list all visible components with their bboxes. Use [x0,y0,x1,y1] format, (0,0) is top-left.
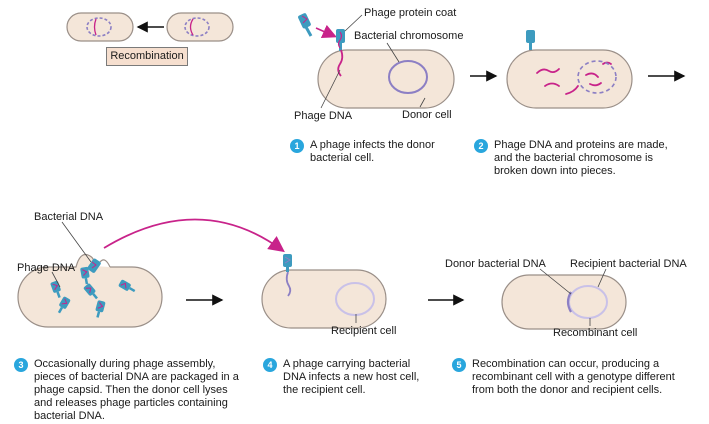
leader-phage-coat [344,14,363,32]
phage-dna-pieces [536,61,612,95]
step-1-text: A phage infects the donor bacterial cell… [310,139,435,164]
broken-chromosome [577,60,617,94]
donor-cell-step1 [317,49,455,109]
donor-cell-step2 [506,49,633,109]
leader-phage-dna-top [320,69,341,109]
step-1: 1 A phage infects the donor bacterial ce… [290,139,450,165]
step-5-text: Recombination can occur, producing a rec… [472,358,675,396]
infect-arrow [315,24,337,39]
recipient-cell [261,269,387,329]
step-5-badge: 5 [452,358,466,372]
label-recipient-bacterial-dna: Recipient bacterial DNA [570,258,687,270]
inset-cell-left [66,12,134,42]
attached-phage-icon [336,29,345,51]
transduction-curve-arrow [103,218,285,253]
leader-donor-cell [419,97,426,108]
label-recombinant-cell: Recombinant cell [553,327,638,339]
step-4-badge: 4 [263,358,277,372]
label-recipient-cell: Recipient cell [331,325,397,337]
step-3: 3 Occasionally during phage assembly, pi… [14,358,242,423]
inset-cell-right [166,12,234,42]
label-bacterial-dna: Bacterial DNA [34,211,104,223]
leader-recipient-bacterial-dna [597,268,607,288]
donor-dna-injected [285,271,292,297]
label-phage-dna-top: Phage DNA [294,110,353,122]
step-3-badge: 3 [14,358,28,372]
label-bacterial-chromosome: Bacterial chromosome [354,30,464,42]
recombinant-cell [501,274,627,330]
step-1-badge: 1 [290,139,304,153]
label-donor-cell: Donor cell [402,109,452,121]
free-phage-icon [298,13,313,37]
leader-donor-bacterial-dna [539,268,572,295]
step-2-text: Phage DNA and proteins are made, and the… [494,139,668,177]
step-4: 4 A phage carrying bacterial DNA infects… [263,358,423,397]
label-phage-protein-coat: Phage protein coat [364,7,457,19]
recombination-label: Recombination [106,47,188,66]
phage-on-cell-step2 [526,30,535,50]
escaping-phage-icon [87,258,101,273]
label-donor-bacterial-dna: Donor bacterial DNA [445,258,546,270]
step-2-badge: 2 [474,139,488,153]
label-phage-dna-bottom: Phage DNA [17,262,76,274]
step-4-text: A phage carrying bacterial DNA infects a… [283,358,420,396]
step-2: 2 Phage DNA and proteins are made, and t… [474,139,689,178]
leader-bacterial-chromosome [386,42,400,63]
leader-phage-dna-bottom [51,271,61,288]
step-3-text: Occasionally during phage assembly, piec… [34,358,239,422]
transducing-phage-icon [283,254,292,272]
step-5: 5 Recombination can occur, producing a r… [452,358,692,397]
leader-bacterial-dna [61,221,92,263]
